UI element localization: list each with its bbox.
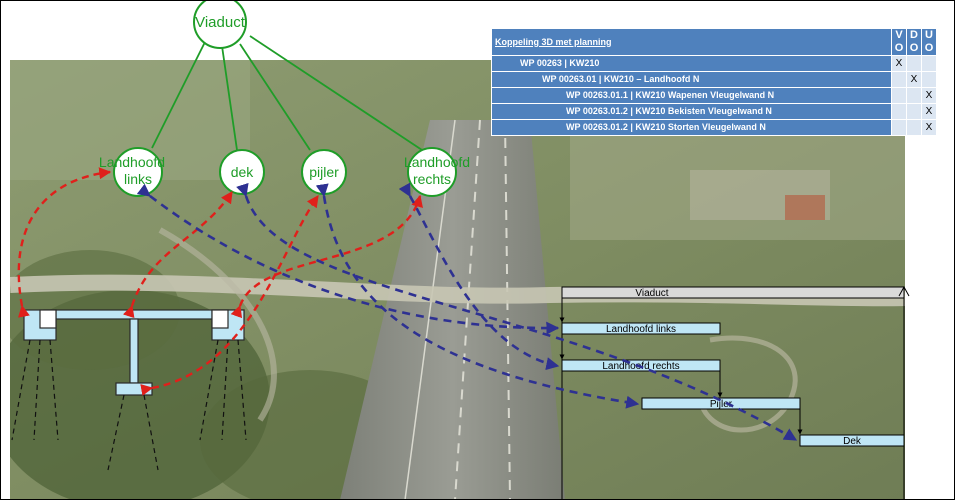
node-dek-label: dek <box>231 164 255 180</box>
node-pijler-label: pijler <box>309 164 339 180</box>
table-title-cell: Koppeling 3D met planning <box>491 28 892 56</box>
node-landhoofd-links-label-1: Landhoofd <box>99 154 165 170</box>
blue-link-landhoofd-rechts <box>398 182 560 371</box>
edge-viaduct-pijler <box>239 43 311 151</box>
edge-viaduct-landhoofd-rechts <box>249 35 423 151</box>
bridge-cross-section <box>23 309 245 396</box>
mark-cell <box>891 103 907 120</box>
node-viaduct: Viaduct <box>193 0 247 49</box>
mark-cell <box>906 103 922 120</box>
gantt-label-landhoofd-links: Landhoofd links <box>606 324 676 335</box>
col-header-do-bottom: O <box>909 42 919 54</box>
gantt-chart: Viaduct Landhoofd links Landhoofd rechts… <box>559 285 910 500</box>
mark-cell <box>891 119 907 136</box>
pier-footing <box>115 382 153 396</box>
node-pijler: pijler <box>301 149 347 195</box>
mark-cell <box>891 71 907 88</box>
node-landhoofd-rechts-label-2: rechts <box>413 171 451 187</box>
mark-cell <box>906 87 922 104</box>
row-text: WP 00263.01.2 | KW210 Bekisten Vleugelwa… <box>491 103 892 120</box>
mark-cell: X <box>921 87 937 104</box>
mark-cell: X <box>921 103 937 120</box>
red-link-pijler <box>140 195 319 396</box>
gantt-bar-dek <box>799 434 905 447</box>
col-header-uo-top: U <box>925 29 933 41</box>
col-header-do-top: D <box>910 29 918 41</box>
blue-link-pijler <box>315 183 640 409</box>
table-row: WP 00263.01.2 | KW210 Storten Vleugelwan… <box>491 119 937 136</box>
col-header-vo-bottom: O <box>894 42 904 54</box>
red-link-landhoofd-links <box>17 167 112 318</box>
abutment-left-cap <box>39 309 57 329</box>
col-header-vo-top: V <box>895 29 903 41</box>
row-text: WP 00263.01.2 | KW210 Storten Vleugelwan… <box>491 119 892 136</box>
blue-links <box>136 182 798 442</box>
red-link-dek <box>122 191 233 319</box>
table-row: WP 00263.01.1 | KW210 Wapenen Vleugelwan… <box>491 87 937 104</box>
mark-cell <box>891 87 907 104</box>
tree-edges <box>151 35 423 151</box>
table-row: WP 00263.01 | KW210 – Landhoofd N X <box>491 71 937 88</box>
gantt-bar-viaduct <box>561 286 905 299</box>
red-links <box>17 167 423 396</box>
mark-cell: X <box>921 119 937 136</box>
mark-cell <box>906 119 922 136</box>
abutment-right-cap <box>211 309 229 329</box>
gantt-label-dek: Dek <box>843 436 862 447</box>
gantt-label-viaduct: Viaduct <box>635 288 668 299</box>
pier-column <box>129 318 139 384</box>
table-row: WP 00263.01.2 | KW210 Bekisten Vleugelwa… <box>491 103 937 120</box>
col-header-uo-bottom: O <box>924 42 934 54</box>
edge-viaduct-dek <box>221 45 238 151</box>
node-landhoofd-rechts: Landhoofd rechts <box>404 147 470 197</box>
table-title: Koppeling 3D met planning <box>495 36 612 47</box>
mark-cell <box>921 55 937 72</box>
mark-cell: X <box>891 55 907 72</box>
row-text: WP 00263.01.1 | KW210 Wapenen Vleugelwan… <box>491 87 892 104</box>
row-text: WP 00263.01 | KW210 – Landhoofd N <box>491 71 892 88</box>
blue-link-dek <box>236 182 798 442</box>
row-text: WP 00263 | KW210 <box>491 55 892 72</box>
mark-cell: X <box>906 71 922 88</box>
node-viaduct-label: Viaduct <box>195 14 246 31</box>
mark-cell <box>906 55 922 72</box>
node-landhoofd-rechts-label-1: Landhoofd <box>404 154 470 170</box>
mark-cell <box>921 71 937 88</box>
table-row: WP 00263 | KW210 X <box>491 55 937 72</box>
edge-viaduct-landhoofd-links <box>151 37 208 149</box>
node-landhoofd-links-label-2: links <box>124 171 152 187</box>
node-dek: dek <box>219 149 265 195</box>
